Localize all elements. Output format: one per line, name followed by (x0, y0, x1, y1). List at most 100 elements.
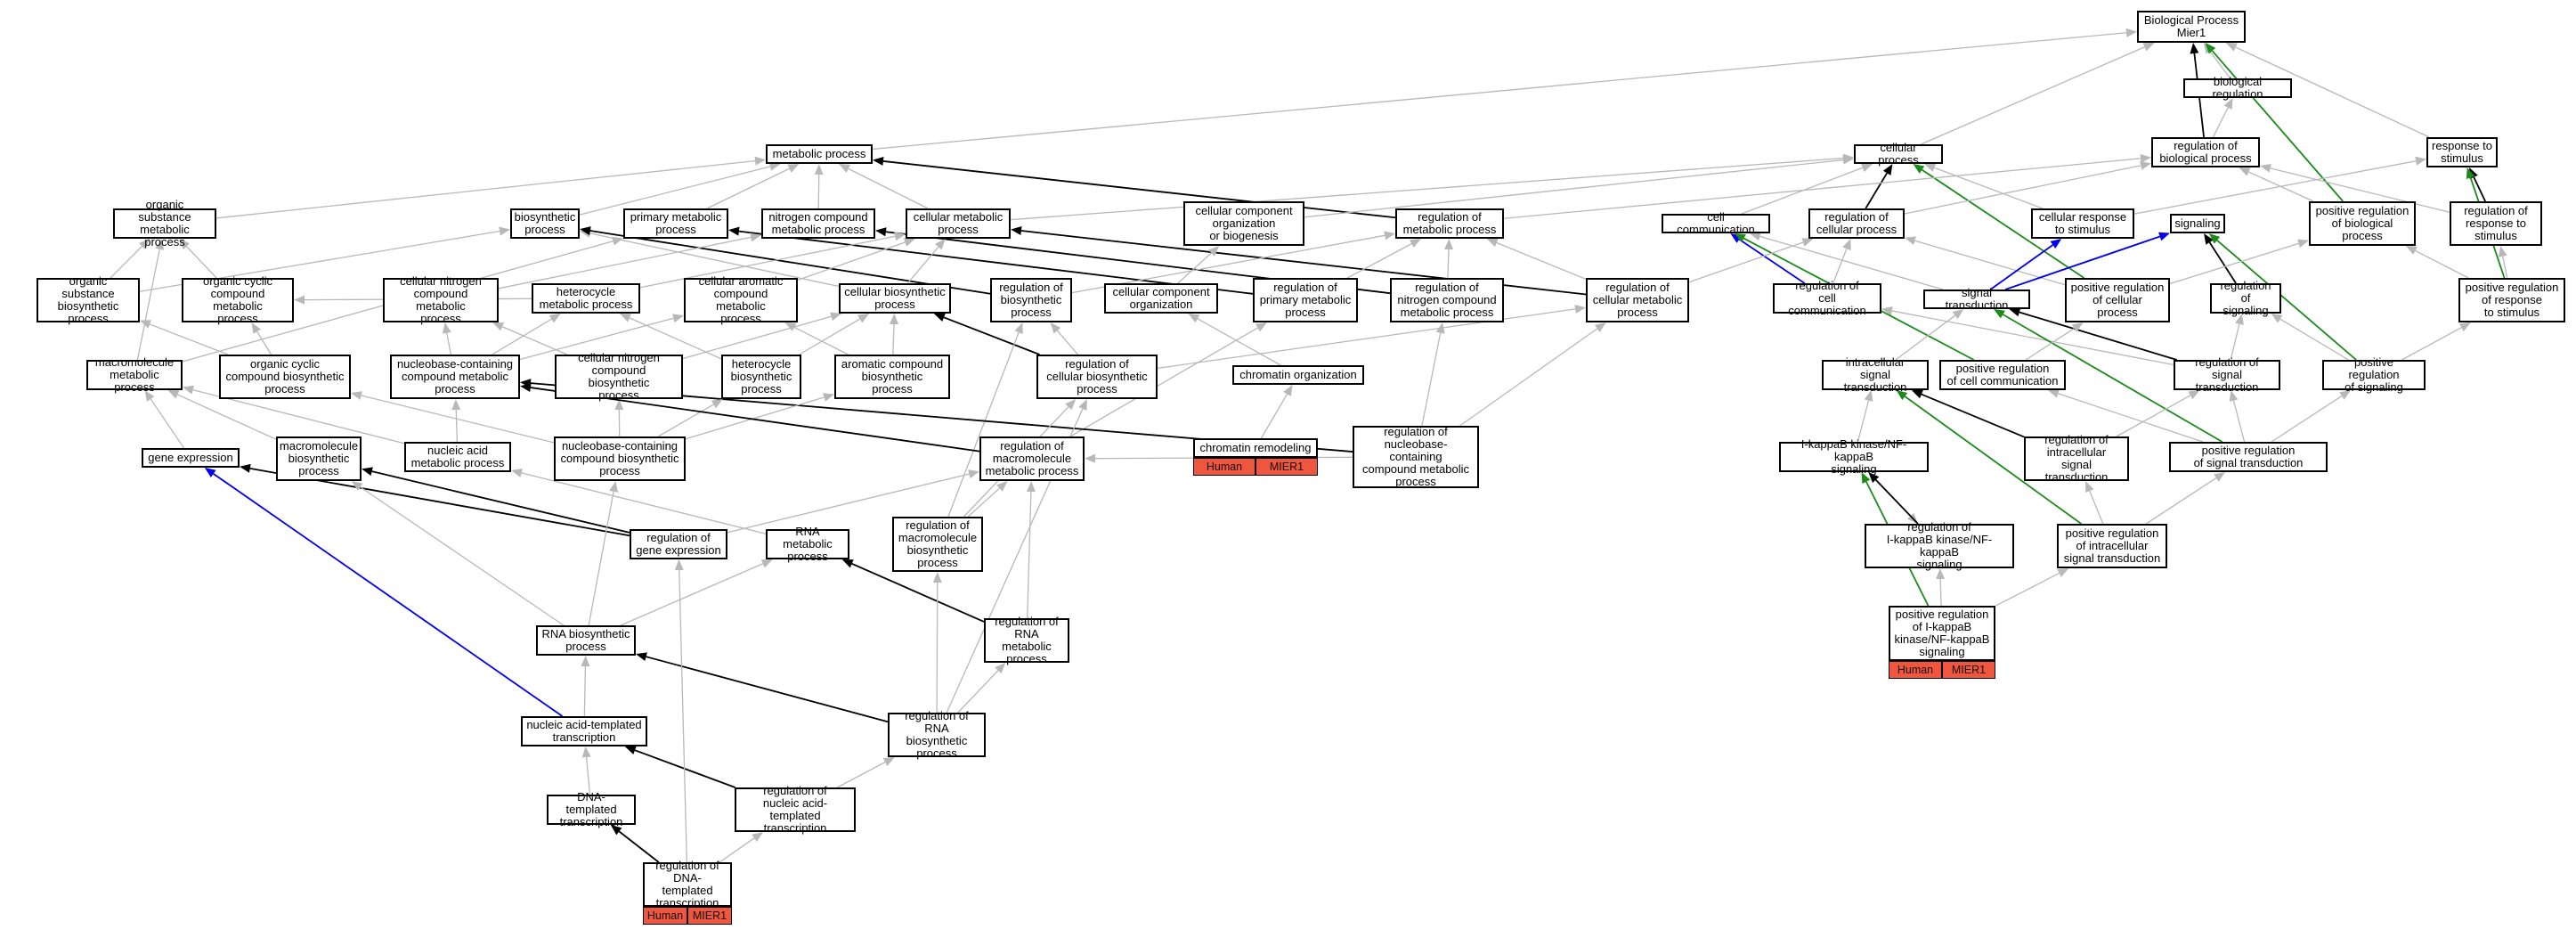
edge-line (1010, 157, 1844, 221)
go-term-biosynthetic-process[interactable]: biosynthetic process (510, 208, 580, 239)
edge-line (519, 317, 674, 361)
go-term-gene-expression[interactable]: gene expression (142, 448, 240, 468)
edge-regulation_macromolecule_biosynthetic-to-regulation_biosynthetic (947, 322, 1023, 518)
go-term-regulation-cellular-process[interactable]: regulation of cellular process (1808, 208, 1905, 239)
go-term-cell-communication[interactable]: cell communication (1662, 211, 1770, 236)
go-term-response-to-stimulus[interactable]: response to stimulus (2426, 137, 2498, 167)
go-term-regulation-biological-process[interactable]: regulation of biological process (2151, 137, 2260, 167)
edge-arrowhead (624, 746, 637, 754)
edge-arrowhead (636, 652, 647, 662)
go-term-regulation-nucleobase-metabolic[interactable]: regulation of nucleobase-containing comp… (1353, 426, 1479, 488)
go-term-ccob[interactable]: cellular component organization or bioge… (1183, 201, 1304, 246)
go-term-regulation-rna-biosynthetic[interactable]: regulation of RNA biosynthetic process (888, 710, 986, 760)
go-term-bp[interactable]: Biological Process Mier1 (2137, 11, 2246, 43)
edge-aromatic_biosynthetic-to-cellular_biosynthetic (890, 314, 899, 355)
edge-pos_reg_signaling-to-pos_reg_response (2401, 322, 2471, 361)
go-term-intracellular-signal[interactable]: intracellular signal transduction (1822, 356, 1929, 394)
edge-line (2271, 396, 2343, 443)
go-term-regulation-biosynthetic[interactable]: regulation of biosynthetic process (990, 278, 1072, 322)
go-term-nucleic-acid-metabolic[interactable]: nucleic acid metabolic process (404, 442, 511, 472)
go-term-pos-reg-biological[interactable]: positive regulation of biological proces… (2309, 201, 2416, 246)
go-term-cc-organization[interactable]: cellular component organization (1104, 283, 1218, 314)
go-term-nucleobase-biosynthetic[interactable]: nucleobase-containing compound biosynthe… (554, 436, 686, 481)
go-term-regulation-cell-communication[interactable]: regulation of cell communication (1773, 280, 1881, 317)
go-term-regulation-signal-transduction[interactable]: regulation of signal transduction (2174, 356, 2280, 394)
go-term-nucleobase-metabolic[interactable]: nucleobase-containing compound metabolic… (390, 355, 520, 399)
go-term-organic-substance-biosynthetic[interactable]: organic substance biosynthetic process (37, 275, 140, 325)
edge-nitrogen_compound_metabolic-to-metabolic_process (814, 164, 824, 209)
go-term-regulation-cellular-metabolic[interactable]: regulation of cellular metabolic process (1586, 278, 1689, 322)
go-term-chromatin-remodeling[interactable]: chromatin remodeling (1193, 438, 1318, 458)
go-term-pos-reg-signal-transduction[interactable]: positive regulation of signal transducti… (2169, 442, 2328, 472)
go-term-regulation-intracellular-signal[interactable]: regulation of intracellular signal trans… (2024, 434, 2129, 484)
go-term-cellular-process[interactable]: cellular process (1854, 142, 1943, 167)
go-term-metabolic-process[interactable]: metabolic process (766, 144, 873, 164)
go-term-pos-reg-cellular[interactable]: positive regulation of cellular process (2065, 278, 2170, 322)
go-term-heterocycle-metabolic[interactable]: heterocycle metabolic process (532, 283, 640, 314)
edge-regulation_cell_communication-to-regulation_cellular_process (1832, 239, 1851, 284)
go-term-signaling[interactable]: signaling (2170, 214, 2225, 233)
go-term-regulation-nitrogen-metabolic[interactable]: regulation of nitrogen compound metaboli… (1390, 278, 1504, 322)
go-term-pos-reg-intracellular-signal[interactable]: positive regulation of intracellular sig… (2057, 524, 2167, 568)
go-term-macromolecule-biosynthetic[interactable]: macromolecule biosynthetic process (276, 436, 362, 481)
edge-signal_transduction-to-signaling (2004, 232, 2170, 290)
go-term-pos-reg-signaling[interactable]: positive regulation of signaling (2322, 356, 2426, 394)
go-term-rna-metabolic[interactable]: RNA metabolic process (766, 526, 849, 563)
edge-dna_templated_transcription-to-nucleic_acid_templated_transcription (581, 746, 591, 795)
go-term-regulation-response-stimulus[interactable]: regulation of response to stimulus (2450, 201, 2542, 246)
go-term-cellular-biosynthetic[interactable]: cellular biosynthetic process (839, 283, 951, 314)
go-term-rna-biosynthetic[interactable]: RNA biosynthetic process (536, 625, 636, 656)
go-term-pos-reg-response[interactable]: positive regulation of response to stimu… (2458, 278, 2565, 322)
edge-macromolecule_biosynthetic-to-macromolecule_metabolic (167, 390, 277, 440)
go-term-cellular-aromatic-metabolic[interactable]: cellular aromatic compound metabolic pro… (684, 275, 798, 325)
go-term-regulation-rna-metabolic[interactable]: regulation of RNA metabolic process (984, 616, 1069, 665)
go-term-organic-cyclic-biosynthetic[interactable]: organic cyclic compound biosynthetic pro… (219, 355, 351, 399)
go-term-regulation-signaling[interactable]: regulation of signaling (2210, 280, 2281, 317)
go-term-heterocycle-biosynthetic[interactable]: heterocycle biosynthetic process (721, 355, 801, 399)
go-term-regulation-dna-templated[interactable]: regulation of DNA-templated transcriptio… (643, 860, 732, 909)
go-term-signal-transduction[interactable]: signal transduction (1923, 287, 2030, 312)
edge-arrowhead (890, 314, 899, 325)
edge-line (2208, 241, 2237, 284)
edge-nucleobase_biosynthetic-to-organic_cyclic_biosynthetic (351, 391, 555, 444)
go-term-cellular-nitrogen-metabolic[interactable]: cellular nitrogen compound metabolic pro… (383, 275, 499, 325)
edge-regulation_rna_metabolic-to-regulation_macromolecule_metabolic (1026, 481, 1036, 619)
go-term-pos-reg-cell-communication[interactable]: positive regulation of cell communicatio… (1939, 360, 2066, 390)
edge-arrowhead (1283, 385, 1293, 396)
go-term-cellular-metabolic[interactable]: cellular metabolic process (906, 208, 1011, 239)
go-term-macromolecule-metabolic[interactable]: macromolecule metabolic process (86, 356, 183, 394)
edge-arrowhead (2225, 43, 2238, 52)
go-term-primary-metabolic[interactable]: primary metabolic process (623, 208, 728, 239)
go-term-regulation-macromolecule-metabolic[interactable]: regulation of macromolecule metabolic pr… (979, 436, 1085, 481)
go-term-organic-cyclic-metabolic[interactable]: organic cyclic compound metabolic proces… (182, 275, 294, 325)
go-term-regulation-cellular-biosynthetic[interactable]: regulation of cellular biosynthetic proc… (1036, 355, 1158, 399)
edge-arrowhead (830, 312, 842, 322)
edge-pos_reg_signal_transduction-to-pos_reg_signaling (2271, 390, 2351, 443)
go-term-organic-substance-metabolic[interactable]: organic substance metabolic process (113, 199, 216, 249)
go-term-regulation-metabolic[interactable]: regulation of metabolic process (1395, 208, 1504, 239)
go-term-nitrogen-compound-metabolic[interactable]: nitrogen compound metabolic process (761, 208, 875, 239)
go-term-regulation-ikappab[interactable]: regulation of I-kappaB kinase/NF-kappaB … (1865, 521, 2014, 571)
go-term-regulation-macromolecule-biosynthetic[interactable]: regulation of macromolecule biosynthetic… (892, 517, 983, 572)
go-term-ikappab-signaling[interactable]: I-kappaB kinase/NF-kappaB signaling (1779, 438, 1929, 476)
go-term-cellular-response-stimulus[interactable]: cellular response to stimulus (2031, 208, 2134, 239)
go-term-chromatin-organization[interactable]: chromatin organization (1232, 365, 1364, 385)
edge-line (361, 395, 555, 444)
edge-regulation_cellular_biosynthetic-to-regulation_cellular_metabolic (1157, 304, 1586, 370)
go-term-regulation-primary-metabolic[interactable]: regulation of primary metabolic process (1253, 278, 1358, 322)
edge-line (1934, 167, 2044, 209)
edge-arrowhead (754, 156, 766, 166)
go-term-dna-templated-transcription[interactable]: DNA-templated transcription (547, 791, 636, 828)
go-term-pos-reg-ikappab[interactable]: positive regulation of I-kappaB kinase/N… (1889, 606, 1995, 661)
edge-line (1895, 314, 1956, 361)
edge-arrowhead (1842, 155, 1854, 165)
go-term-biological-regulation[interactable]: biological regulation (2183, 76, 2292, 101)
edge-line (2025, 328, 2075, 361)
go-term-regulation-nucleic-acid-templated[interactable]: regulation of nucleic acid-templated tra… (735, 785, 856, 835)
go-term-nucleic-acid-templated-transcription[interactable]: nucleic acid-templated transcription (521, 716, 647, 746)
go-term-cellular-nitrogen-biosynthetic[interactable]: cellular nitrogen compound biosynthetic … (555, 352, 683, 402)
edge-regulation_rna_biosynthetic-to-regulation_rna_metabolic (957, 663, 1006, 714)
go-term-aromatic-biosynthetic[interactable]: aromatic compound biosynthetic process (834, 355, 950, 399)
go-term-regulation-gene-expression[interactable]: regulation of gene expression (630, 529, 727, 559)
edge-pos_reg_intracellular_signal-to-regulation_intracellular_signal (2085, 481, 2104, 525)
